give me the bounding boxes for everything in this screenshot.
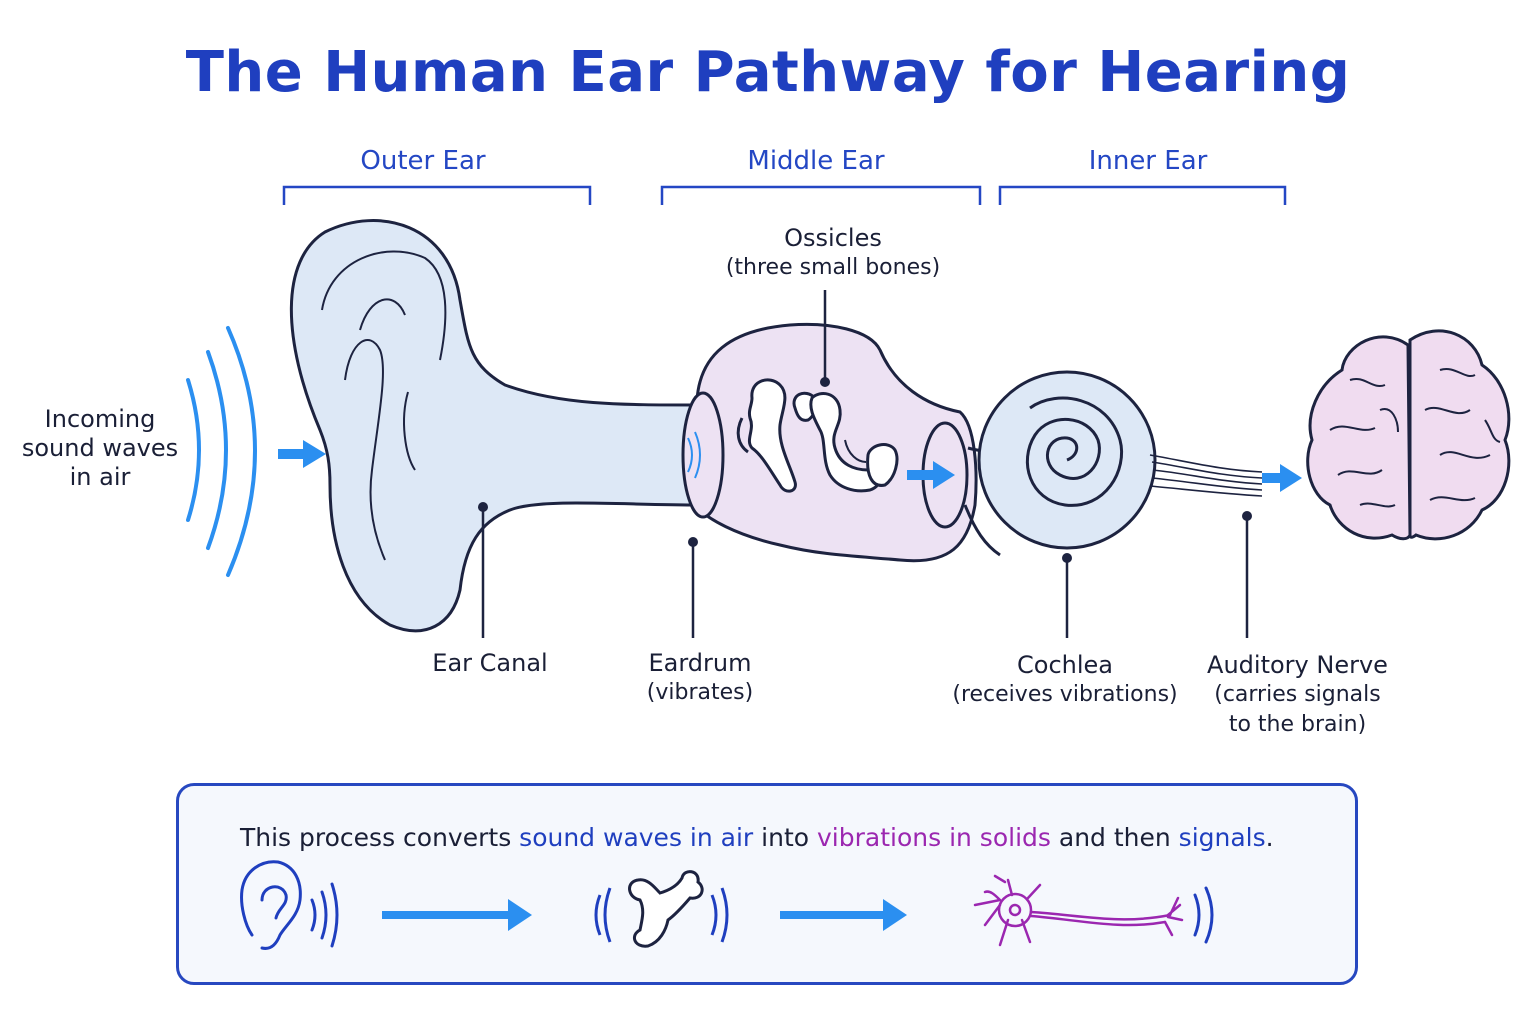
cochlea-spiral: [1025, 396, 1123, 507]
cochlea-label: Cochlea (receives vibrations): [952, 651, 1178, 707]
ear-canal-label: Ear Canal: [432, 649, 548, 677]
auditory-nerve-label: Auditory Nerve (carries signals to the b…: [1207, 651, 1388, 737]
incoming-sound-label: Incoming sound waves in air: [21, 405, 179, 491]
summary-signals: signals: [1178, 823, 1266, 852]
eardrum-label: Eardrum (vibrates): [646, 649, 754, 705]
brain-icon: [1306, 329, 1511, 541]
summary-sound: sound waves in air: [519, 823, 754, 852]
eardrum-wave-icon: [687, 431, 701, 479]
summary-box: [176, 783, 1358, 985]
ossicles-shape: [736, 378, 899, 493]
summary-vibrations: vibrations in solids: [817, 823, 1051, 852]
sound-waves-icon: [186, 326, 257, 577]
section-middle-ear: Middle Ear: [747, 146, 885, 176]
bracket-inner: [998, 185, 1287, 205]
section-outer-ear: Outer Ear: [360, 146, 486, 176]
bone-icon: [594, 870, 729, 948]
auditory-nerve-shape: [1149, 454, 1263, 497]
page-title: The Human Ear Pathway for Hearing: [185, 40, 1351, 105]
pinna-folds: [321, 250, 447, 561]
bracket-middle: [660, 185, 982, 205]
section-inner-ear: Inner Ear: [1088, 146, 1208, 176]
ear-icon: [240, 860, 339, 950]
summary-text: This process converts sound waves in air…: [240, 823, 1274, 852]
bracket-outer: [282, 185, 592, 205]
eardrum-shape: [681, 391, 725, 519]
section-brackets: [282, 185, 1287, 205]
leader-lines: [481, 290, 1249, 638]
ossicles-label: Ossicles (three small bones): [725, 224, 941, 280]
neuron-icon: [973, 874, 1214, 947]
